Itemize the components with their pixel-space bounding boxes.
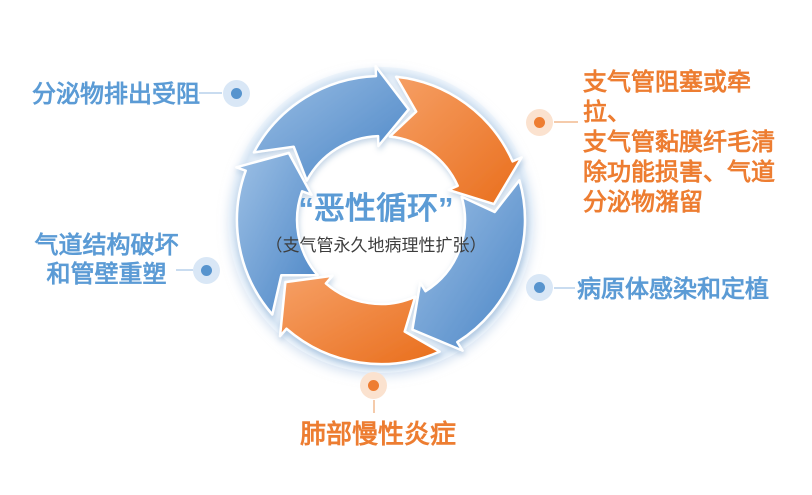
node-label-line: 支气管阻塞或牵拉、	[583, 69, 751, 126]
cycle-arrows-layer	[235, 64, 527, 366]
cycle-arrow-4-orange	[278, 274, 441, 366]
node-dot-core-bronchial-obstruction	[534, 117, 545, 128]
cycle-center-title: “恶性循环”	[298, 191, 454, 226]
node-connector-bronchial-obstruction	[554, 121, 578, 123]
node-dot-core-pathogen-infection	[534, 282, 545, 293]
cycle-arrow-3-blue	[411, 179, 527, 352]
cycle-arrow-1-blue	[252, 64, 410, 182]
node-dot-airway-remodeling	[193, 257, 220, 284]
node-label-pathogen-infection: 病原体感染和定植	[577, 276, 769, 303]
node-label-chronic-inflammation: 肺部慢性炎症	[299, 419, 456, 449]
node-label-airway-remodeling: 气道结构破坏 和管壁重塑	[14, 231, 199, 289]
node-connector-airway-remodeling	[176, 269, 193, 271]
node-dot-pathogen-infection	[526, 274, 553, 301]
node-dot-secretion-blocked	[223, 80, 250, 107]
node-label-line: 气道结构破坏	[34, 232, 179, 259]
node-label-bronchial-obstruction: 支气管阻塞或牵拉、 支气管黏膜纤毛清 除功能损害、气道 分泌物潴留	[583, 68, 798, 218]
node-dot-core-chronic-inflammation	[368, 380, 379, 391]
node-dot-core-secretion-blocked	[231, 88, 242, 99]
cycle-arrow-2-orange	[388, 75, 523, 206]
cycle-center-subtitle: （支气管永久地病理性扩张）	[265, 236, 487, 255]
node-connector-secretion-blocked	[199, 92, 222, 94]
node-dot-core-airway-remodeling	[201, 265, 212, 276]
node-connector-chronic-inflammation	[373, 400, 375, 413]
node-label-secretion-blocked: 分泌物排出受阻	[32, 81, 200, 108]
node-dot-chronic-inflammation	[360, 372, 387, 399]
node-label-line: 和管壁重塑	[46, 261, 167, 288]
node-dot-bronchial-obstruction	[526, 109, 553, 136]
cycle-arrow-5-blue	[235, 151, 319, 316]
cycle-ring-svg	[228, 64, 534, 373]
node-connector-pathogen-infection	[554, 287, 575, 289]
node-label-line: 除功能损害、气道	[583, 159, 775, 186]
node-label-line: 支气管黏膜纤毛清	[583, 129, 775, 156]
node-label-line: 分泌物潴留	[583, 189, 703, 216]
